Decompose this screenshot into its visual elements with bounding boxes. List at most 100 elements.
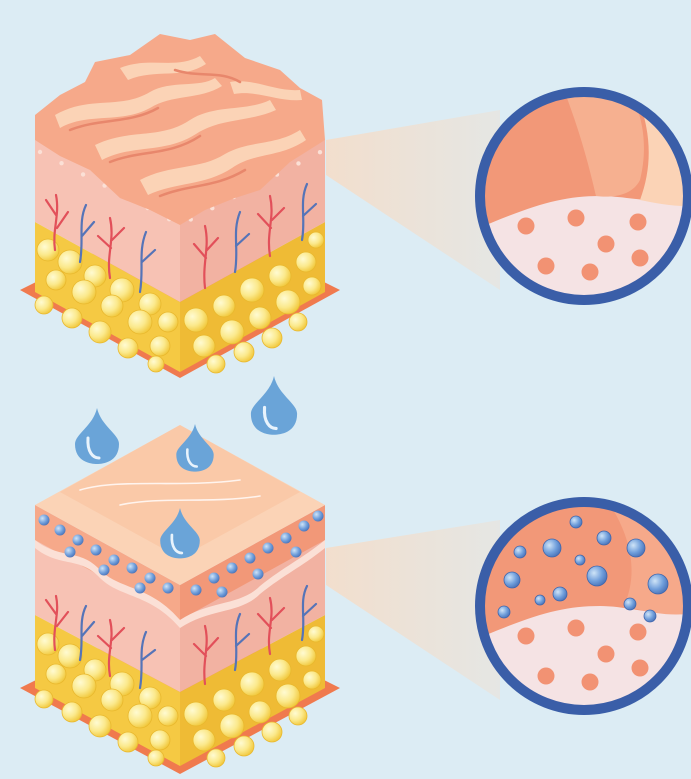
cell-dot — [538, 258, 555, 275]
zoom-beam — [326, 110, 500, 290]
fat-cell — [289, 707, 307, 725]
moisture-droplet — [648, 574, 668, 594]
fat-cell — [128, 310, 152, 334]
cell-dot — [582, 674, 599, 691]
fat-cell — [269, 265, 291, 287]
fat-cell — [46, 270, 66, 290]
zoom-beam — [326, 520, 500, 700]
fat-cell — [58, 250, 82, 274]
hydrated-skin-panel — [20, 376, 691, 774]
zoom-lens-dry — [470, 80, 691, 300]
fat-cell — [184, 702, 208, 726]
fat-cell — [240, 672, 264, 696]
cell-dot — [582, 264, 599, 281]
cell-dot — [630, 214, 647, 231]
cell-dot — [518, 218, 535, 235]
fat-cell — [101, 689, 123, 711]
moisture-droplet — [644, 610, 656, 622]
fat-cell — [89, 321, 111, 343]
moisture-droplet — [504, 572, 520, 588]
fat-cell — [89, 715, 111, 737]
fat-cell — [303, 671, 321, 689]
water-drop-icon — [251, 376, 297, 435]
moisture-droplet — [299, 521, 310, 532]
fat-cell — [220, 320, 244, 344]
fat-cell — [158, 312, 178, 332]
fat-cell — [249, 701, 271, 723]
moisture-droplet — [543, 539, 561, 557]
fat-cell — [296, 252, 316, 272]
fat-cell — [240, 278, 264, 302]
fat-cell — [150, 730, 170, 750]
cell-dot — [598, 236, 615, 253]
moisture-droplet — [163, 583, 174, 594]
fat-cell — [234, 736, 254, 756]
cell-dot — [598, 646, 615, 663]
fat-cell — [118, 732, 138, 752]
cell-dot — [538, 668, 555, 685]
cell-dot — [568, 620, 585, 637]
moisture-droplet — [245, 553, 256, 564]
fat-cell — [35, 296, 53, 314]
basal-dot — [81, 172, 85, 176]
fat-cell — [193, 335, 215, 357]
moisture-droplet — [191, 585, 202, 596]
zoom-lens-hydrated — [470, 490, 691, 710]
moisture-droplet — [209, 573, 220, 584]
moisture-droplet — [627, 539, 645, 557]
fat-cell — [58, 644, 82, 668]
moisture-droplet — [570, 516, 582, 528]
moisture-droplet — [575, 555, 585, 565]
fat-cell — [207, 749, 225, 767]
fat-cell — [269, 659, 291, 681]
fat-cell — [213, 689, 235, 711]
dry-skin-panel — [20, 34, 691, 378]
basal-dot — [38, 150, 42, 154]
fat-cell — [234, 342, 254, 362]
fat-cell — [303, 277, 321, 295]
moisture-droplet — [65, 547, 76, 558]
moisture-droplet — [624, 598, 636, 610]
moisture-droplet — [313, 511, 324, 522]
fat-cell — [62, 308, 82, 328]
fat-cell — [308, 232, 324, 248]
basal-dot — [318, 150, 322, 154]
fat-cell — [158, 706, 178, 726]
moisture-droplet — [553, 587, 567, 601]
moisture-droplet — [91, 545, 102, 556]
fat-cell — [207, 355, 225, 373]
fat-cell — [262, 722, 282, 742]
moisture-droplet — [281, 533, 292, 544]
fat-cell — [37, 633, 59, 655]
fat-cell — [289, 313, 307, 331]
fat-cell — [184, 308, 208, 332]
moisture-droplet — [217, 587, 228, 598]
fat-cell — [276, 290, 300, 314]
cell-dot — [568, 210, 585, 227]
water-drop-icon — [75, 408, 119, 464]
fat-cell — [72, 674, 96, 698]
fat-cell — [220, 714, 244, 738]
cell-dot — [632, 250, 649, 267]
fat-cell — [296, 646, 316, 666]
fat-cell — [118, 338, 138, 358]
basal-dot — [296, 161, 300, 165]
fat-cell — [150, 336, 170, 356]
moisture-droplet — [127, 563, 138, 574]
moisture-droplet — [291, 547, 302, 558]
fat-cell — [72, 280, 96, 304]
moisture-droplet — [73, 535, 84, 546]
moisture-droplet — [145, 573, 156, 584]
fat-cell — [262, 328, 282, 348]
cell-dot — [630, 624, 647, 641]
moisture-droplet — [55, 525, 66, 536]
fat-cell — [249, 307, 271, 329]
fat-cell — [62, 702, 82, 722]
basal-dot — [59, 161, 63, 165]
fat-cell — [276, 684, 300, 708]
fat-cell — [101, 295, 123, 317]
moisture-droplet — [587, 566, 607, 586]
moisture-droplet — [597, 531, 611, 545]
moisture-droplet — [109, 555, 120, 566]
